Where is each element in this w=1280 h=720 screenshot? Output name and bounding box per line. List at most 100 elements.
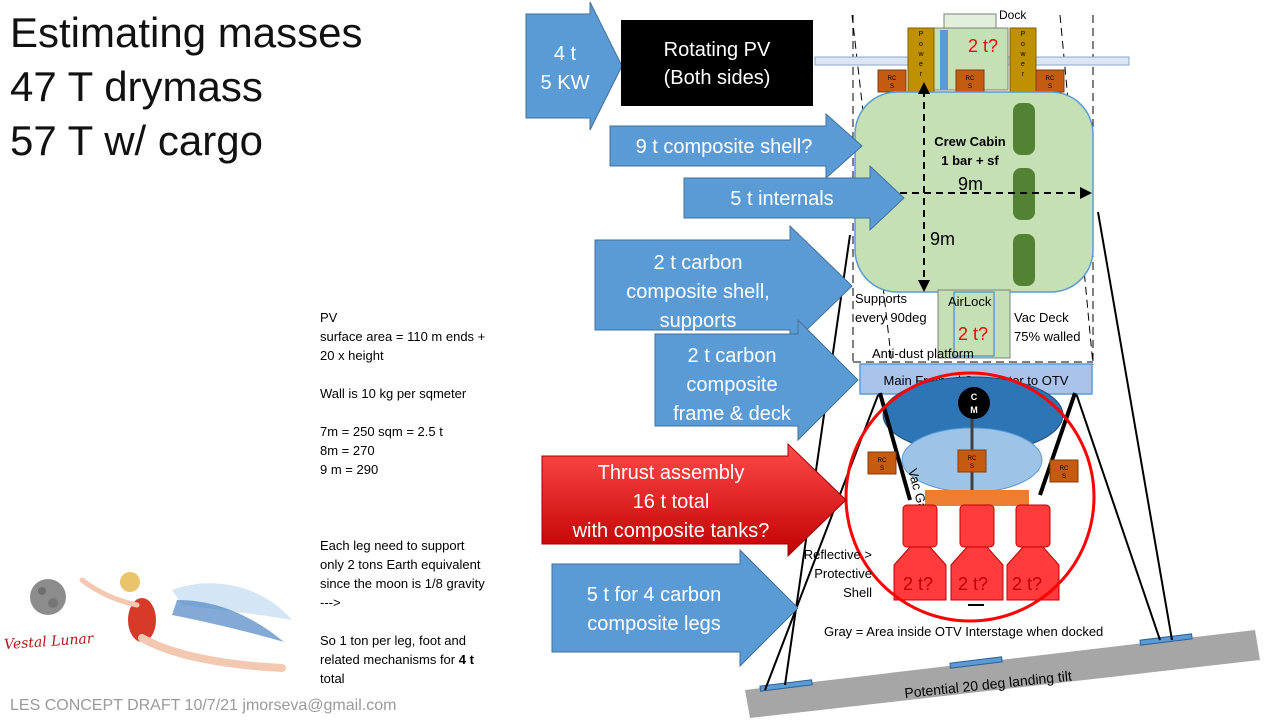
pv-arrow-line-1: 4 t	[554, 43, 577, 65]
svg-text:w: w	[1019, 51, 1026, 58]
footpad-2	[949, 656, 1003, 669]
svg-text:RC: RC	[878, 458, 887, 464]
thrust-line-2: 16 t total	[633, 491, 710, 513]
dimension-h-label: 9m	[958, 174, 983, 194]
shell-2t-line-2: composite shell,	[626, 281, 769, 303]
note-wall: Wall is 10 kg per sqmeter	[320, 386, 467, 401]
cabin-window-3	[1013, 234, 1035, 286]
cabin-window-1	[1013, 103, 1035, 155]
note-9m: 9 m = 290	[320, 462, 379, 477]
note-7m: 7m = 250 sqm = 2.5 t	[320, 424, 443, 439]
dock-mass: 2 t?	[968, 36, 998, 56]
frame-line-2: composite	[686, 374, 777, 396]
note-8m: 8m = 270	[320, 443, 375, 458]
svg-text:S: S	[1062, 474, 1066, 480]
interstage-note: Gray = Area inside OTV Interstage when d…	[824, 624, 1103, 639]
note-leg-2: only 2 tons Earth equivalent	[320, 557, 481, 572]
svg-text:r: r	[920, 71, 923, 78]
supports-label-1: Supports	[855, 291, 908, 306]
engine-1-mass: 2 t?	[903, 574, 933, 594]
pv-box-line-2: (Both sides)	[664, 67, 771, 89]
ground-slab	[745, 630, 1260, 718]
footpad-3	[1139, 633, 1193, 646]
svg-text:RC: RC	[888, 76, 897, 82]
svg-text:RC: RC	[966, 76, 975, 82]
note-pv: PV	[320, 310, 338, 325]
note-ton-1: So 1 ton per leg, foot and	[320, 633, 466, 648]
frame-line-3: frame & deck	[673, 403, 792, 425]
note-surface: surface area = 110 m ends +	[320, 329, 486, 344]
svg-text:RC: RC	[1060, 466, 1069, 472]
thrust-line-3: with composite tanks?	[572, 520, 770, 542]
calculation-notes: PV surface area = 110 m ends + 20 x heig…	[320, 308, 530, 688]
crew-label-2: 1 bar + sf	[941, 153, 999, 168]
svg-text:P: P	[1021, 31, 1026, 38]
supports-label-2: every 90deg	[855, 310, 927, 325]
svg-text:RC: RC	[1046, 76, 1055, 82]
crew-label-1: Crew Cabin	[934, 134, 1006, 149]
title-line-3: 57 T w/ cargo	[10, 117, 263, 164]
vestal-lunar-logo	[30, 572, 292, 672]
engine-3-mass: 2 t?	[1012, 574, 1042, 594]
rcs-lower-left	[867, 451, 897, 475]
airlock-module	[937, 289, 1011, 359]
svg-text:o: o	[1021, 41, 1025, 48]
legs-line-1: 5 t for 4 carbon	[587, 584, 722, 606]
svg-text:r: r	[1022, 71, 1025, 78]
rcs-lower-mid	[957, 449, 987, 473]
svg-text:S: S	[968, 84, 972, 90]
legs-arrow	[551, 548, 799, 668]
svg-text:S: S	[880, 466, 884, 472]
pv-box-line-1: Rotating PV	[664, 39, 771, 61]
reflective-label-2: Protective	[814, 566, 872, 581]
reflective-label-1: Reflective >	[804, 547, 872, 562]
airlock-label: AirLock	[948, 294, 992, 309]
dimension-v-label: 9m	[930, 229, 955, 249]
svg-text:S: S	[1048, 84, 1052, 90]
svg-text:w: w	[917, 51, 924, 58]
legs-line-2: composite legs	[587, 613, 720, 635]
pv-mass-arrow	[525, 1, 623, 131]
svg-text:S: S	[970, 464, 974, 470]
note-height: 20 x height	[320, 348, 384, 363]
engine-mount	[925, 490, 1029, 506]
svg-text:P: P	[919, 31, 924, 38]
internals-arrow	[683, 164, 905, 232]
engine-2	[950, 504, 1004, 601]
internals-text: 5 t internals	[730, 188, 833, 210]
svg-text:S: S	[890, 84, 894, 90]
rotating-pv-box	[621, 20, 813, 106]
scarf-shape	[172, 583, 292, 620]
airlock-mass: 2 t?	[958, 324, 988, 344]
rcs-lower-right	[1049, 459, 1079, 483]
dock-tube	[940, 30, 948, 90]
vac-deck-label-2: 75% walled	[1014, 329, 1081, 344]
shell-2t-line-1: 2 t carbon	[654, 252, 743, 274]
svg-text:RC: RC	[968, 456, 977, 462]
title-line-1: Estimating masses	[10, 9, 363, 56]
engine-1	[893, 504, 947, 601]
note-ton-mid: related mechanisms for	[320, 652, 459, 667]
center-of-mass-marker	[958, 387, 990, 419]
note-ton-3: total	[320, 671, 345, 686]
note-ton-bold: 4 t	[458, 652, 474, 667]
engine-3	[1006, 504, 1060, 601]
dock-label: Dock	[999, 8, 1027, 22]
leg-right	[1097, 211, 1173, 641]
shell-9t-text: 9 t composite shell?	[636, 136, 813, 158]
figure-body	[128, 598, 156, 642]
vac-deck-label-1: Vac Deck	[1014, 310, 1069, 325]
svg-text:e: e	[1021, 61, 1025, 68]
thrust-assembly-arrow	[541, 442, 847, 558]
cm-label-2: M	[970, 405, 978, 415]
frame-deck-arrow	[654, 318, 859, 442]
footer-text: LES CONCEPT DRAFT 10/7/21 jmorseva@gmail…	[10, 697, 397, 714]
title-line-2: 47 T drymass	[10, 63, 263, 110]
svg-text:e: e	[919, 61, 923, 68]
note-ton-2: related mechanisms for 4 t	[320, 650, 530, 669]
pv-arrow-line-2: 5 KW	[541, 72, 590, 94]
shell-2t-line-3: supports	[660, 310, 737, 332]
thrust-line-1: Thrust assembly	[598, 462, 745, 484]
svg-text:o: o	[919, 41, 923, 48]
